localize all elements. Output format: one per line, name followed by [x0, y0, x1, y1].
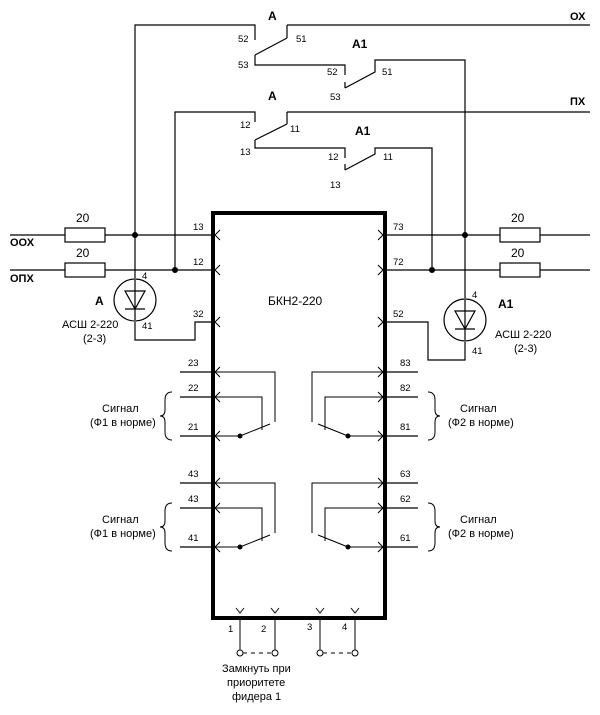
- bottom-pin-4: 4: [342, 622, 347, 633]
- left-sensor-model: АСШ 2-220: [62, 319, 118, 331]
- bus-ox-label: ОХ: [570, 11, 586, 23]
- left-pin-43b: 43: [188, 494, 199, 505]
- relay-a-top-pin-53: 53: [238, 60, 249, 71]
- relay-a1-top-name: А1: [352, 37, 368, 51]
- relay-a-top-contact: А 52 51 53: [238, 9, 346, 75]
- fuse-left-top: [64, 227, 106, 243]
- signal-left-bottom-line1: Сигнал: [102, 514, 139, 526]
- relay-a1-top-pin-52: 52: [327, 67, 338, 78]
- relay-a1-mid-contact: А1 12 11 13: [328, 124, 433, 270]
- relay-a1-mid-pin-12: 12: [328, 152, 339, 163]
- left-sensor-pin-top: 4: [142, 271, 147, 282]
- fuse-left-bottom-rating: 20: [76, 246, 90, 260]
- bus-px: ПХ: [174, 96, 590, 270]
- bus-oox-label: ООХ: [10, 237, 35, 249]
- right-sensor-name: А1: [498, 297, 514, 311]
- left-pin-13: 13: [193, 222, 204, 233]
- internal-contacts-left: [213, 371, 276, 550]
- signal-left-top-line1: Сигнал: [102, 403, 139, 415]
- right-sensor-pin-bottom: 41: [472, 346, 483, 357]
- output-lines: 20 20: [385, 211, 590, 278]
- bottom-pin-3: 3: [307, 622, 312, 633]
- left-pin-21: 21: [188, 422, 199, 433]
- left-pin-23: 23: [188, 358, 199, 369]
- signal-labels: Сигнал (Ф1 в норме) Сигнал (Ф2 в норме) …: [90, 391, 514, 552]
- bus-opx-label: ОПХ: [10, 273, 34, 285]
- right-pin-81: 81: [400, 422, 411, 433]
- relay-a1-mid-pin-11: 11: [383, 152, 393, 163]
- signal-left-bottom-line2: (Ф1 в норме): [90, 528, 156, 540]
- note-line3: фидера 1: [232, 691, 281, 703]
- relay-a-mid-pin-12: 12: [240, 120, 251, 131]
- left-sensor: 4 41 А АСШ 2-220 (2-3): [62, 235, 213, 345]
- relay-a-top-name: А: [268, 9, 277, 23]
- bus-px-label: ПХ: [570, 96, 586, 108]
- relay-a-top-pin-52: 52: [238, 34, 249, 45]
- right-pin-61: 61: [400, 533, 411, 544]
- bottom-pin-2: 2: [261, 624, 266, 635]
- left-pin-41: 41: [188, 533, 199, 544]
- signal-left-top-line2: (Ф1 в норме): [90, 417, 156, 429]
- relay-a-top-pin-51: 51: [296, 34, 307, 45]
- bottom-pin-1: 1: [228, 624, 233, 635]
- bus-ox: ОХ: [134, 11, 590, 235]
- fuse-right-top: [499, 227, 541, 243]
- right-pin-72: 72: [393, 257, 404, 268]
- right-pin-83: 83: [400, 358, 411, 369]
- right-pin-62: 62: [400, 494, 411, 505]
- signal-right-bottom-line2: (Ф2 в норме): [448, 528, 514, 540]
- fuse-left-bottom: [64, 262, 106, 278]
- left-pin-43a: 43: [188, 469, 199, 480]
- input-lines: ООХ ОПХ 20 20: [10, 211, 213, 285]
- fuse-right-top-rating: 20: [511, 211, 525, 225]
- internal-contacts-right: [311, 371, 385, 550]
- signal-right-bottom-line1: Сигнал: [460, 514, 497, 526]
- fuse-right-bottom: [499, 262, 541, 278]
- left-pin-12: 12: [193, 257, 204, 268]
- right-sensor-pin-top: 4: [472, 290, 477, 301]
- relay-a-mid-name: А: [268, 89, 277, 103]
- relay-a1-top-pin-53: 53: [330, 92, 341, 103]
- relay-a-mid-pin-13: 13: [240, 147, 251, 158]
- left-sensor-name: А: [95, 294, 104, 308]
- right-sensor-variant: (2-3): [514, 343, 537, 355]
- block-bkn2: [211, 211, 387, 620]
- signal-right-top-line1: Сигнал: [460, 403, 497, 415]
- relay-a1-top-pin-51: 51: [382, 67, 393, 78]
- right-sensor-model: АСШ 2-220: [495, 329, 551, 341]
- right-sensor: 4 41 А1 АСШ 2-220 (2-3): [385, 235, 551, 361]
- relay-a-mid-contact: А 12 11 13: [240, 89, 346, 158]
- fuse-left-top-rating: 20: [76, 211, 90, 225]
- fuse-right-bottom-rating: 20: [511, 246, 525, 260]
- right-pin-73: 73: [393, 222, 404, 233]
- block-left-pins: 13 12 32 23 22 21 43 43 41: [180, 222, 221, 553]
- relay-a1-mid-name: А1: [355, 124, 371, 138]
- left-pin-32: 32: [193, 309, 204, 320]
- block-title: БКН2-220: [268, 294, 323, 308]
- right-pin-63: 63: [400, 469, 411, 480]
- note-line2: приоритете: [227, 677, 285, 689]
- right-pin-52: 52: [393, 309, 404, 320]
- relay-a-mid-pin-11: 11: [290, 124, 300, 135]
- note-line1: Замкнуть при: [222, 663, 291, 675]
- left-pin-22: 22: [188, 383, 199, 394]
- relay-a1-mid-pin-13: 13: [330, 180, 341, 191]
- signal-right-top-line2: (Ф2 в норме): [448, 417, 514, 429]
- right-pin-82: 82: [400, 383, 411, 394]
- relay-a1-top-contact: А1 52 51 53: [327, 37, 466, 235]
- left-sensor-variant: (2-3): [83, 333, 106, 345]
- bottom-jumpers: 1 2 3 4 Замкнуть при приоритете фидера 1: [222, 607, 360, 703]
- left-sensor-pin-bottom: 41: [142, 321, 153, 332]
